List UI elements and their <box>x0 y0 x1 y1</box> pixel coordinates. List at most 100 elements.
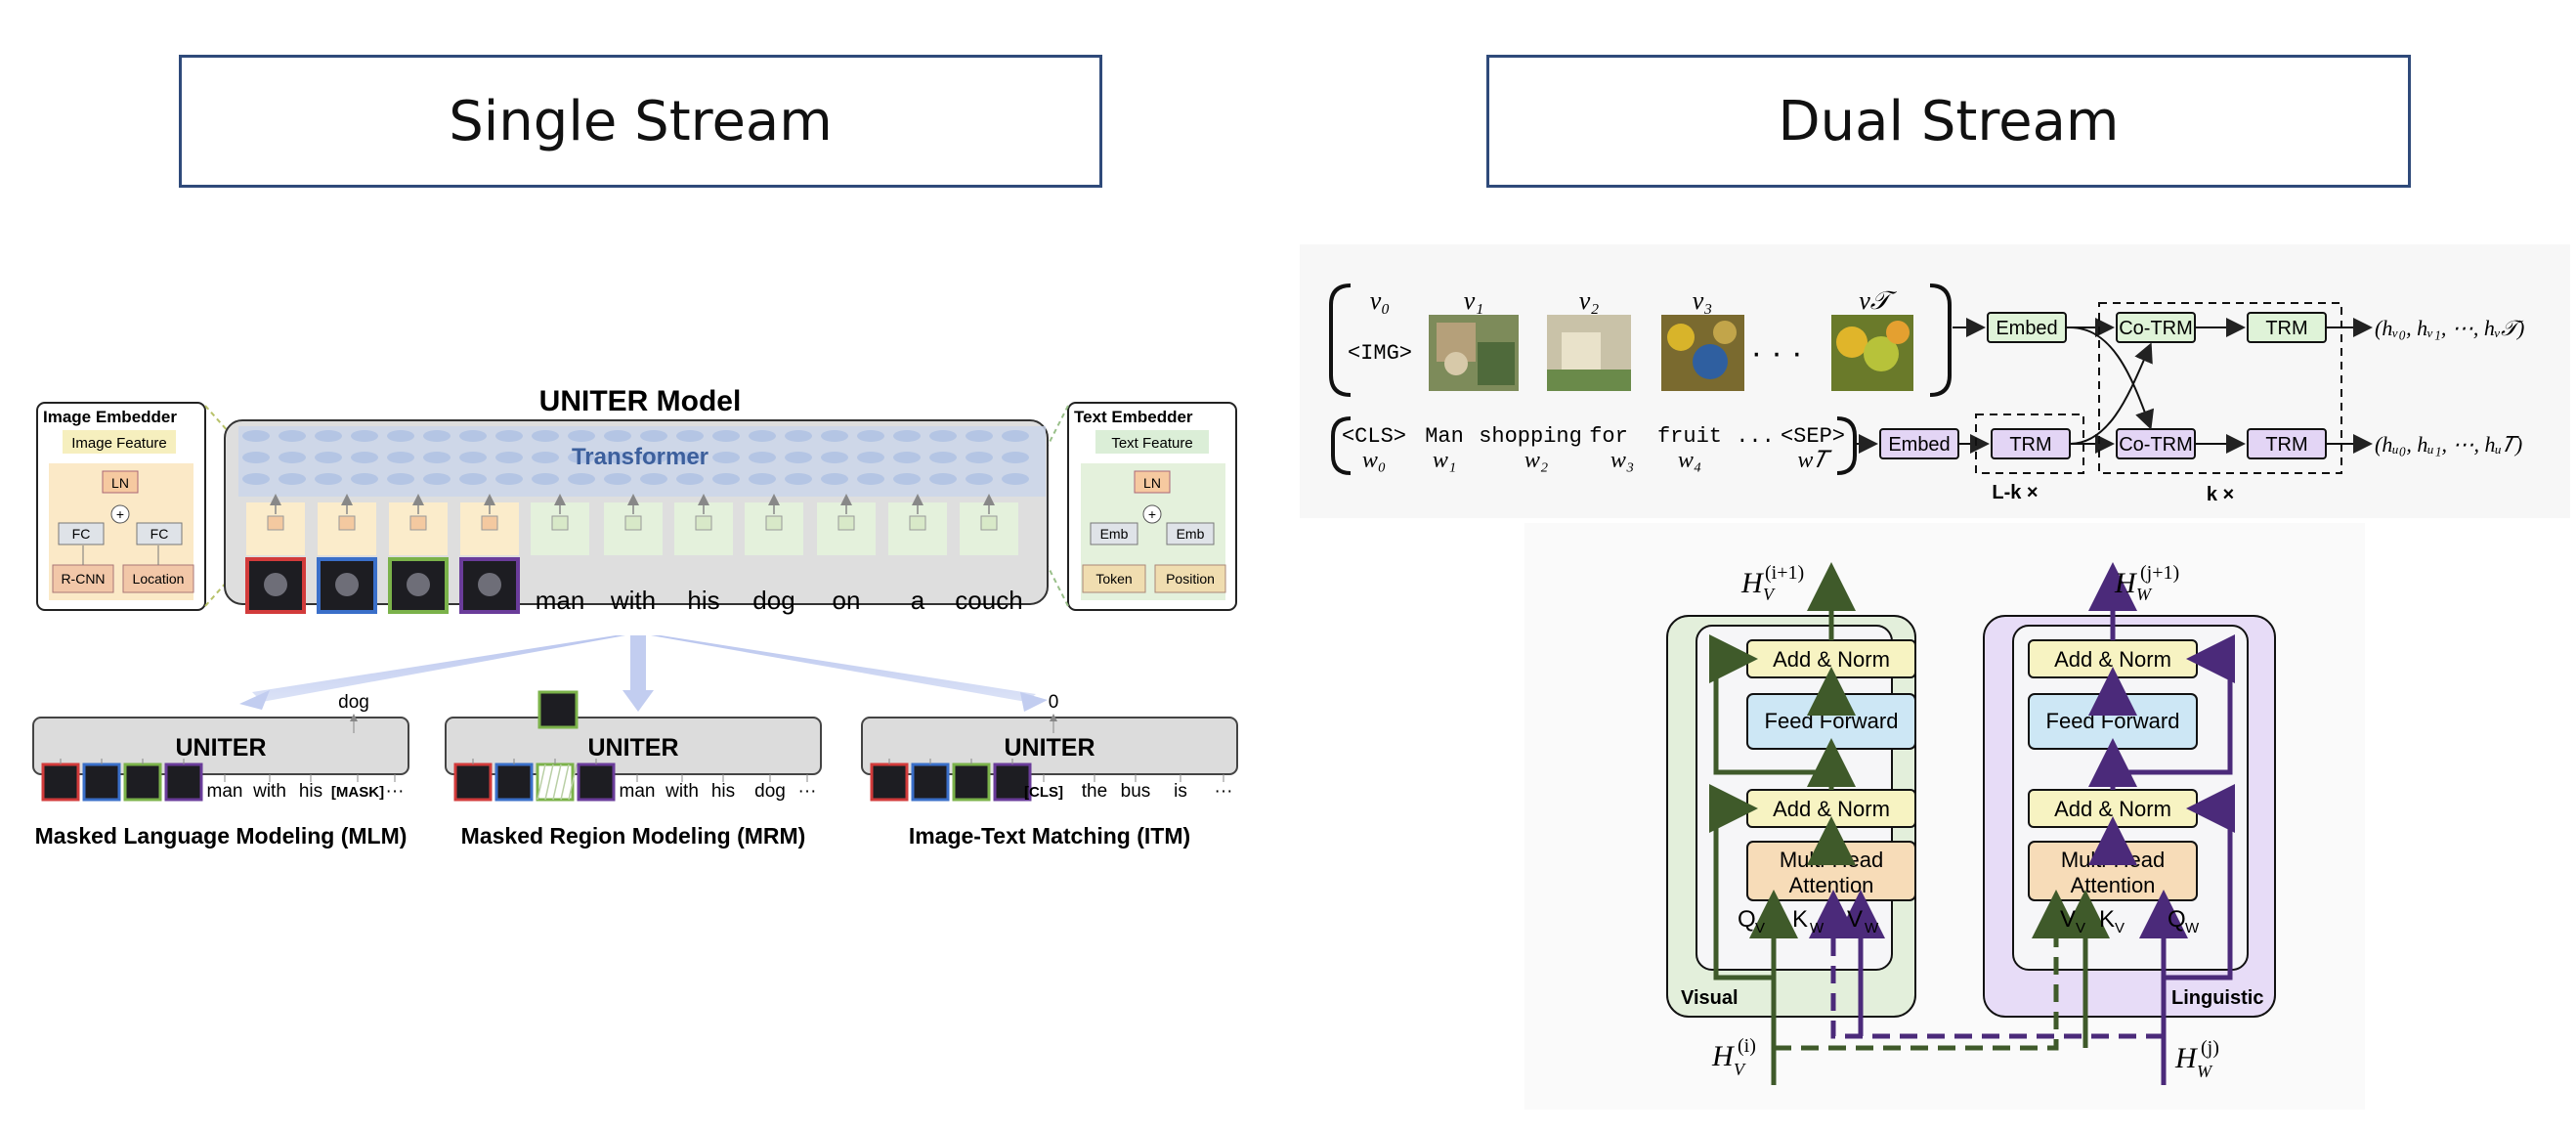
visual-k-sub: W <box>1810 920 1825 936</box>
embed-visual: Embed <box>1996 318 2057 339</box>
masked-region-hatch <box>568 763 578 801</box>
text-feature-label: Text Feature <box>1111 435 1192 452</box>
uniter-task-box <box>445 717 822 775</box>
word-3: fruit <box>1657 424 1722 449</box>
linguistic-add-norm-2: Add & Norm <box>2054 797 2171 821</box>
task-thumbnail <box>952 762 991 802</box>
uniter-task-label: Masked Language Modeling (MLM) <box>35 823 408 849</box>
task-thumbnail <box>911 762 950 802</box>
v-label-1: v₁ <box>1464 286 1484 315</box>
location-label: Location <box>133 571 185 587</box>
image-feature-label: Image Feature <box>71 435 167 452</box>
h-ling-in: H <box>2174 1042 2199 1074</box>
task-output: dog <box>338 692 369 713</box>
uniter-model-title: UNITER Model <box>539 385 742 417</box>
text-ln-label: LN <box>1143 475 1161 491</box>
task-output: 0 <box>1049 692 1059 713</box>
h-ling-out-sub: W <box>2136 585 2153 604</box>
uniter-word: man <box>536 586 585 615</box>
mesh-node <box>712 473 740 485</box>
embed-cell <box>481 515 498 531</box>
uniter-task-box <box>32 717 409 775</box>
image-plus-label: + <box>116 506 124 522</box>
region-image-2 <box>1547 315 1631 391</box>
mesh-node <box>821 452 848 463</box>
embed-text: Embed <box>1888 434 1950 456</box>
uniter-word: couch <box>955 586 1022 615</box>
mesh-node <box>640 473 667 485</box>
embed-cell <box>980 515 998 531</box>
text-emb2-label: Emb <box>1177 526 1205 542</box>
h-visual-in-sub: V <box>1734 1060 1746 1079</box>
mesh-node <box>640 430 667 442</box>
predicted-region <box>537 690 579 729</box>
mesh-node <box>893 430 921 442</box>
img-token: <IMG> <box>1348 341 1412 366</box>
mesh-node <box>749 473 776 485</box>
linguistic-mha-2: Attention <box>2071 873 2156 897</box>
embed-cell <box>624 515 642 531</box>
mesh-node <box>242 473 270 485</box>
region-thumbnail-figure <box>478 573 501 596</box>
task-token: his <box>299 781 322 802</box>
region-thumbnail-figure <box>335 573 359 596</box>
linguistic-k: K <box>2099 906 2115 933</box>
token-label: Token <box>1095 571 1132 587</box>
uniter-task-label: Masked Region Modeling (MRM) <box>461 823 806 849</box>
linguistic-q-sub: W <box>2185 920 2200 936</box>
task-token: dog <box>754 781 786 802</box>
linguistic-label: Linguistic <box>2171 987 2263 1009</box>
task-token: ··· <box>386 781 405 802</box>
v-label-0: v₀ <box>1370 286 1391 315</box>
w-label-t: w𝑇 <box>1797 448 1832 473</box>
cls-token: <CLS> <box>1342 424 1406 449</box>
h-visual-out-sup: (i+1) <box>1765 562 1804 584</box>
mesh-node <box>893 452 921 463</box>
trm-text-2: TRM <box>2265 434 2307 456</box>
region-image-3 <box>1661 315 1744 391</box>
region-thumbnail-figure <box>264 573 287 596</box>
mesh-node <box>279 473 306 485</box>
mesh-node <box>929 473 957 485</box>
mesh-node <box>966 452 993 463</box>
mesh-node <box>351 430 378 442</box>
text-embedder: Text Embedder Text Feature LN + Emb Emb … <box>1067 402 1237 611</box>
w-label-0: w₀ <box>1362 448 1386 473</box>
h-ling-in-sup: (j) <box>2201 1037 2219 1059</box>
dual-stream-header: Dual Stream <box>1486 55 2411 188</box>
k-times-label: k × <box>2207 484 2234 505</box>
word-0: Man <box>1425 424 1464 449</box>
masked-region-hatch <box>544 763 554 801</box>
uniter-word: on <box>833 586 861 615</box>
linguistic-add-norm-1: Add & Norm <box>2054 647 2171 672</box>
mesh-node <box>929 452 957 463</box>
mesh-node <box>279 430 306 442</box>
h-labels: H V (i+1) H W (j+1) H V (i) H W (j) <box>1711 562 2219 1081</box>
task-token: with <box>252 781 286 802</box>
embed-cell <box>551 515 569 531</box>
task-arrows <box>239 635 1048 712</box>
trm-text-1: TRM <box>2009 434 2051 456</box>
visual-mha-1: Multi-Head <box>1780 848 1883 872</box>
uniter-word: his <box>687 586 719 615</box>
task-token: the <box>1082 781 1107 802</box>
word-2: for <box>1589 424 1628 449</box>
visual-v-sub: W <box>1865 920 1879 936</box>
mesh-node <box>857 452 884 463</box>
task-token: his <box>711 781 735 802</box>
mesh-node <box>568 430 595 442</box>
task-token: man <box>207 781 243 802</box>
single-stream-title: Single Stream <box>449 89 833 153</box>
visual-coattn-block: Visual Add & Norm Feed Forward Add & Nor… <box>1666 615 1916 1018</box>
mesh-node <box>857 473 884 485</box>
mesh-node <box>495 473 523 485</box>
mesh-node <box>242 452 270 463</box>
word-4: ... <box>1736 424 1775 449</box>
mesh-node <box>821 473 848 485</box>
task-token: ··· <box>798 781 817 802</box>
mesh-node <box>604 452 631 463</box>
visual-k: K <box>1792 906 1808 933</box>
linguistic-qkv-labels: V V K V Q W <box>2060 906 2200 936</box>
